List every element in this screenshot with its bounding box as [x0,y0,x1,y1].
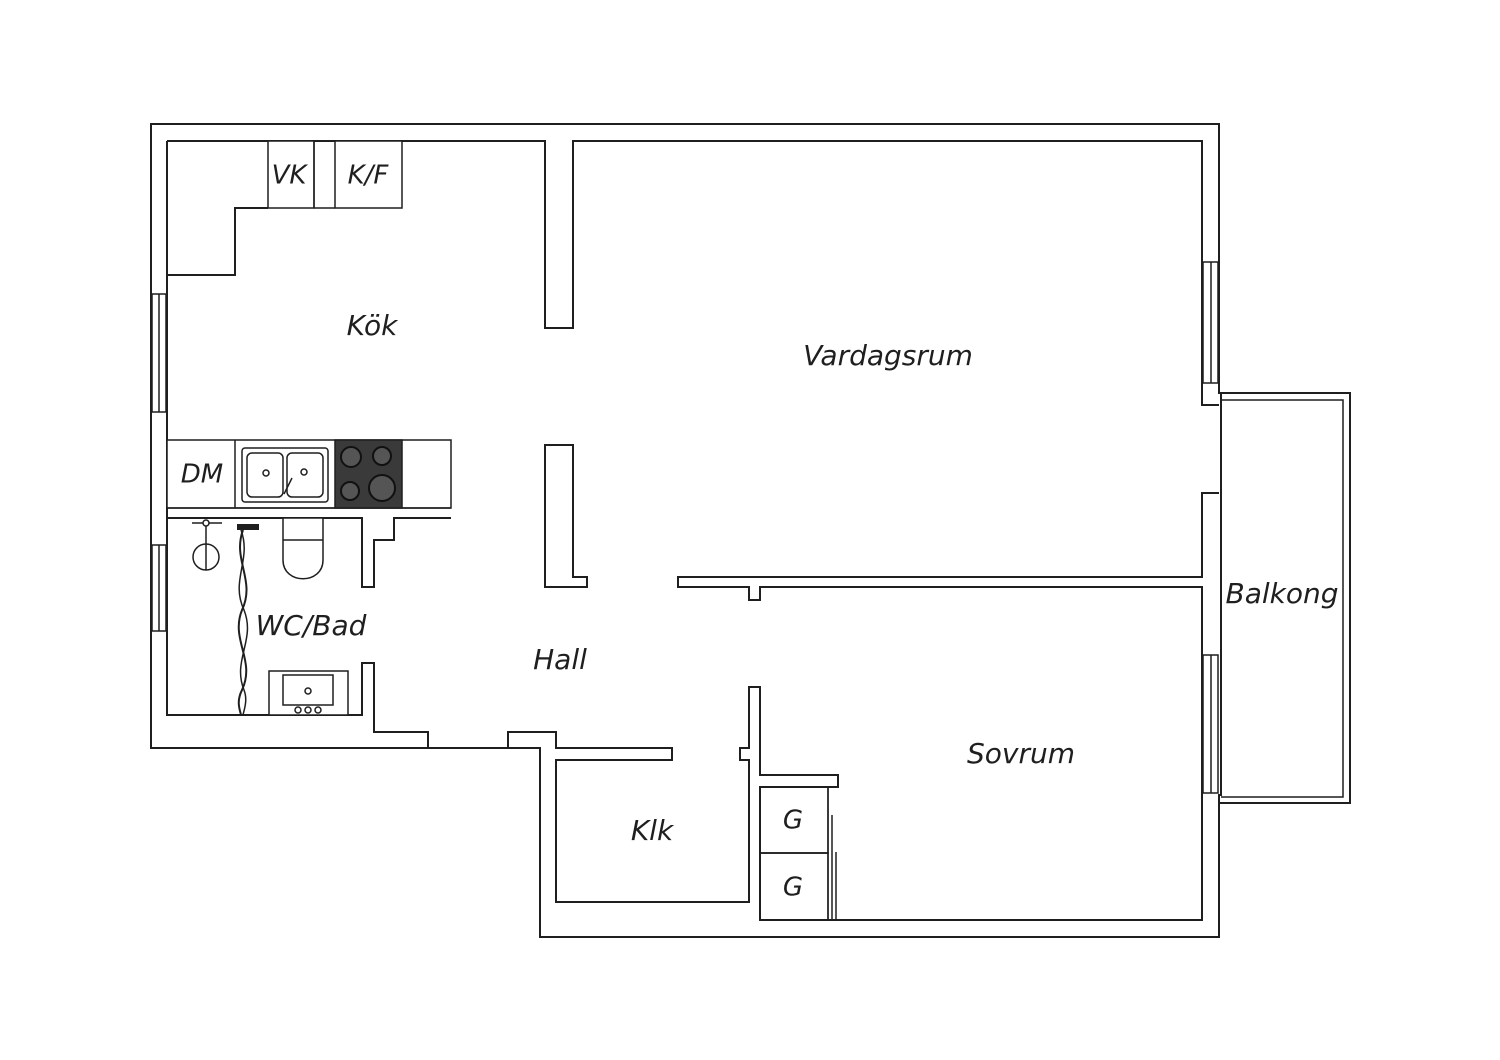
fixture-label-wardrobe-upper: G [783,806,803,836]
stove-icon [334,439,403,509]
wardrobes [759,786,829,921]
room-label-kitchen: Kök [347,309,399,342]
room-label-bedroom: Sovrum [967,737,1075,770]
fridge-freezer-box [334,140,403,209]
fixture-label-wardrobe-lower: G [783,873,803,903]
room-label-balcony: Balkong [1225,577,1338,610]
interior-walls [166,141,839,921]
windows [151,261,1219,794]
wardrobe-lower [759,852,829,921]
room-label-bathroom: WC/Bad [256,609,367,642]
shower-icon [192,519,222,571]
toilet-icon [282,517,324,580]
room-label-hall: Hall [533,643,587,676]
washbasin-icon [268,670,349,716]
room-label-closet: Klk [631,814,675,847]
balcony [1219,392,1351,804]
outer-walls [150,123,1222,938]
room-label-living-room: Vardagsrum [803,339,973,372]
shower-curtain-icon [237,524,259,716]
fixture-label-dishwasher: DM [181,460,223,490]
fixture-label-freezer: VK [272,161,309,191]
sink-icon [241,447,329,503]
kitchen-fixtures [166,140,452,509]
bathroom-fixtures [192,517,349,716]
fixture-label-fridge-freezer: K/F [348,161,390,191]
